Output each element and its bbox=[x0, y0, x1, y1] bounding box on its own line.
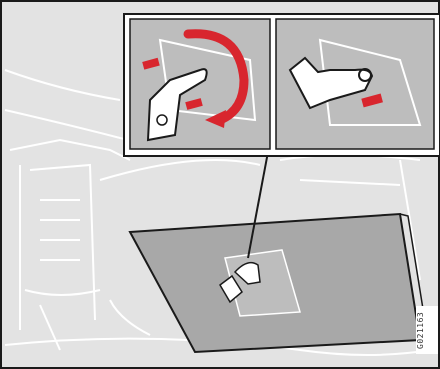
inset-left bbox=[130, 19, 270, 149]
inset-right bbox=[276, 19, 434, 149]
figure-code-label: G021163 bbox=[416, 306, 438, 354]
